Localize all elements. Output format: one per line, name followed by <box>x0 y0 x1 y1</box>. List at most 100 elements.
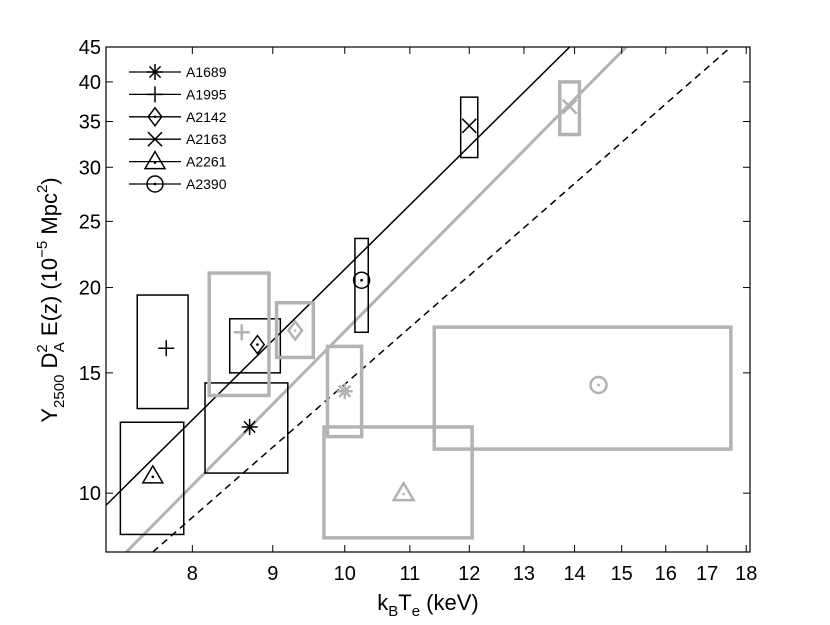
x-label-k: k <box>377 590 389 615</box>
marker-black-a2261-dot <box>151 475 155 479</box>
error-box-gray-a2163 <box>558 80 582 137</box>
legend-marker-a2261-shape <box>143 150 167 170</box>
y-label-close: ) <box>37 177 62 184</box>
legend-item-a2142: A2142 <box>129 106 227 128</box>
x-tick-label-15: 15 <box>611 563 633 585</box>
legend-marker-a2142-shape <box>147 106 163 128</box>
marker-gray-a2390 <box>589 375 608 395</box>
data-markers <box>141 98 608 502</box>
marker-black-a2142-dot <box>256 343 259 346</box>
error-box-black-a1995 <box>136 294 189 410</box>
legend-marker-a2390-dot <box>153 182 157 186</box>
y-label-unit-sup: 2 <box>34 185 51 193</box>
y-label-d: D <box>37 353 62 375</box>
x-label-t: T <box>398 590 411 615</box>
y-label-d-sub: A <box>51 342 68 352</box>
marker-black-a2390 <box>352 271 371 289</box>
x-tick-label-10: 10 <box>334 563 356 585</box>
marker-black-a2261 <box>141 464 165 484</box>
x-label-unit: (keV) <box>420 590 479 615</box>
marker-gray-a2261-dot <box>402 492 405 496</box>
y-label-d-sup: 2 <box>34 344 51 352</box>
error-box-gray-a2261 <box>322 425 474 540</box>
legend-marker-a1689 <box>147 64 163 80</box>
error-box-gray-a2390 <box>432 325 733 451</box>
y-tick-label-40: 40 <box>79 72 101 94</box>
error-box-gray-a1995 <box>207 271 271 398</box>
legend-marker-a2163 <box>147 131 163 147</box>
y-tick-label-10: 10 <box>79 483 101 505</box>
fit-line-gray-fit <box>124 47 628 552</box>
legend-marker-a2390-shape <box>146 175 164 193</box>
legend-label-a1689: A1689 <box>186 64 227 80</box>
marker-black-a2163 <box>461 118 477 134</box>
legend-item-a1995: A1995 <box>129 86 227 103</box>
legend-label-a1995: A1995 <box>186 86 227 102</box>
marker-black-a2163-d2 <box>461 118 477 134</box>
marker-black-a2142 <box>249 334 266 355</box>
y-label-ez: E(z) (10 <box>37 258 62 342</box>
marker-black-a2390-shape <box>352 271 371 289</box>
legend-marker-a2261-dot <box>153 161 157 164</box>
legend-label-a2142: A2142 <box>186 109 227 125</box>
marker-black-a1689-stroke <box>243 420 256 434</box>
marker-black-a2261-shape <box>141 464 165 484</box>
y-label-exp: −5 <box>34 241 51 258</box>
marker-gray-a2163 <box>561 98 578 115</box>
marker-black-a1689 <box>241 418 258 435</box>
error-box-black-a1689 <box>204 382 289 474</box>
error-box-gray-a1689 <box>325 344 364 439</box>
marker-gray-a2142 <box>286 319 304 342</box>
marker-gray-a2390-shape <box>589 375 608 395</box>
legend-item-a2261: A2261 <box>129 150 227 170</box>
x-tick-label-8: 8 <box>187 563 198 585</box>
legend-marker-a2261 <box>143 150 167 170</box>
x-tick-label-9: 9 <box>267 563 278 585</box>
x-tick-label-18: 18 <box>735 563 757 585</box>
legend-marker-a2142 <box>147 106 163 128</box>
x-tick-label-14: 14 <box>563 563 585 585</box>
y-axis-label: Y2500 D2A E(z) (10−5 Mpc2) <box>34 177 68 422</box>
marker-black-a2390-dot <box>360 278 364 282</box>
marker-gray-a1995 <box>233 324 250 341</box>
y-tick-label-45: 45 <box>79 37 101 59</box>
x-label-t-sub: e <box>412 603 420 620</box>
y-tick-label-20: 20 <box>79 278 101 300</box>
legend-marker-a1995 <box>147 86 163 103</box>
y-label-unit: Mpc <box>37 193 62 241</box>
x-tick-label-16: 16 <box>655 563 677 585</box>
legend-label-a2163: A2163 <box>186 131 227 147</box>
marker-black-a1995 <box>158 340 175 357</box>
y-tick-label-15: 15 <box>79 363 101 385</box>
y-label-y-sub: 2500 <box>51 375 68 408</box>
y-label-y: Y <box>37 408 62 423</box>
error-box-gray-a2142 <box>274 301 316 360</box>
legend-item-a1689: A1689 <box>129 64 227 80</box>
marker-gray-a2390-dot <box>597 383 600 387</box>
legend-item-a2163: A2163 <box>129 131 227 147</box>
error-box-black-a2163 <box>459 96 479 159</box>
marker-gray-a2261-shape <box>391 480 416 502</box>
y-tick-label-25: 25 <box>79 211 101 233</box>
y-tick-label-30: 30 <box>79 157 101 179</box>
error-box-black-a2142 <box>228 318 282 374</box>
legend-marker-a2142-dot <box>153 115 157 119</box>
marker-gray-a2142-shape <box>286 319 304 342</box>
x-tick-label-13: 13 <box>513 563 535 585</box>
legend-item-a2390: A2390 <box>129 175 227 193</box>
y-axis-ticks: 10 15 20 25 30 35 40 45 <box>79 37 750 505</box>
fit-line-dashed-fit <box>152 47 732 552</box>
error-box-black-a2261 <box>119 421 185 536</box>
x-tick-label-12: 12 <box>458 563 480 585</box>
marker-gray-a1689-stroke <box>338 384 352 398</box>
y-tick-label-35: 35 <box>79 112 101 134</box>
plot-frame <box>105 46 751 553</box>
marker-gray-a2142-dot <box>293 329 297 332</box>
x-label-k-sub: B <box>388 603 398 620</box>
marker-gray-a1689 <box>336 383 353 400</box>
legend-marker-a1689-stroke <box>148 65 162 79</box>
marker-gray-a2163-d2 <box>561 98 578 115</box>
